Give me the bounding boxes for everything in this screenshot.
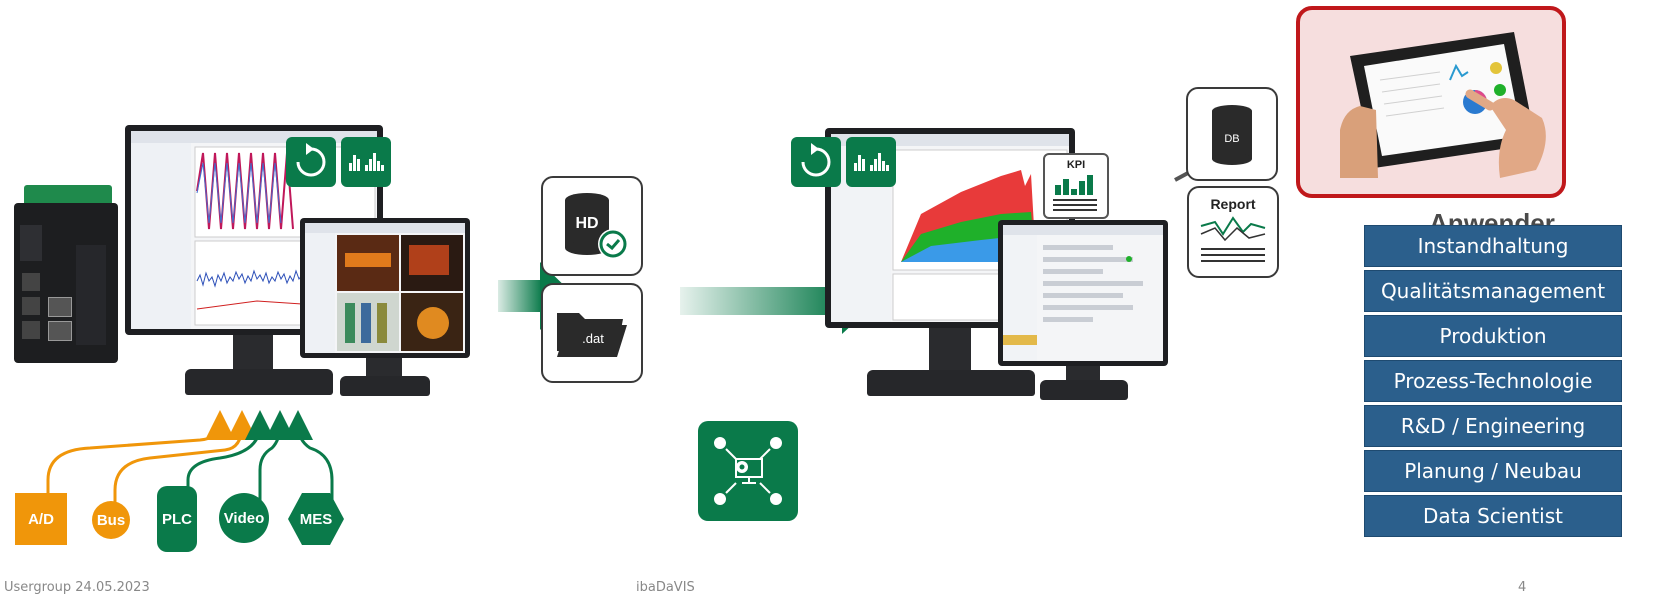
kpi-badge: KPI	[1043, 153, 1109, 219]
db-box: DB	[1186, 87, 1278, 181]
user-role-data-scientist: Data Scientist	[1364, 495, 1622, 537]
refresh-tile-right	[791, 137, 841, 187]
source-bus: Bus	[92, 501, 130, 539]
user-role-process-technology: Prozess-Technologie	[1364, 360, 1622, 402]
feed-line-ad	[46, 410, 235, 520]
source-video: Video	[219, 493, 269, 543]
report-box: Report	[1187, 186, 1279, 278]
source-ad: A/D	[15, 493, 67, 545]
refresh-tile-left	[286, 137, 336, 187]
acquisition-device	[10, 185, 120, 365]
kpi-chart-icon	[1053, 175, 1097, 211]
user-role-maintenance: Instandhaltung	[1364, 225, 1622, 267]
report-label: Report	[1210, 196, 1256, 212]
folder-icon	[557, 313, 627, 357]
source-mes-label: MES	[299, 510, 333, 528]
footer-left: Usergroup 24.05.2023	[4, 580, 150, 595]
footer-right: 4	[1518, 580, 1527, 595]
hd-storage-box: HD	[541, 176, 643, 276]
tablet-photo	[1340, 32, 1546, 178]
acquisition-monitor-video	[300, 218, 472, 398]
analysis-monitor-settings	[998, 220, 1170, 400]
kpi-label: KPI	[1066, 159, 1086, 171]
histogram-icon	[854, 153, 889, 171]
report-chart-icon	[1200, 216, 1266, 262]
hd-label: HD	[575, 215, 599, 232]
network-distribution-icon	[714, 437, 782, 505]
feed-line-plc	[186, 410, 275, 505]
dat-file-box: .dat	[541, 283, 643, 383]
histogram-tile-left	[341, 137, 391, 187]
feed-line-bus	[113, 410, 257, 520]
db-label: DB	[1224, 133, 1240, 145]
histogram-tile-right	[846, 137, 896, 187]
feed-line-video	[258, 410, 295, 518]
feed-line-mes	[283, 410, 334, 518]
tablet-frame	[1296, 6, 1566, 198]
source-plc: PLC	[157, 486, 197, 552]
refresh-icon	[296, 143, 326, 177]
user-role-quality: Qualitätsmanagement	[1364, 270, 1622, 312]
footer-center: ibaDaVIS	[636, 580, 695, 595]
distribution-tile	[698, 421, 798, 521]
user-role-engineering: R&D / Engineering	[1364, 405, 1622, 447]
source-mes: MES	[288, 493, 344, 545]
clock-icon	[599, 230, 627, 258]
refresh-icon	[801, 143, 831, 177]
user-role-planning: Planung / Neubau	[1364, 450, 1622, 492]
user-role-production: Produktion	[1364, 315, 1622, 357]
histogram-icon	[349, 153, 384, 171]
dat-label: .dat	[582, 331, 604, 346]
